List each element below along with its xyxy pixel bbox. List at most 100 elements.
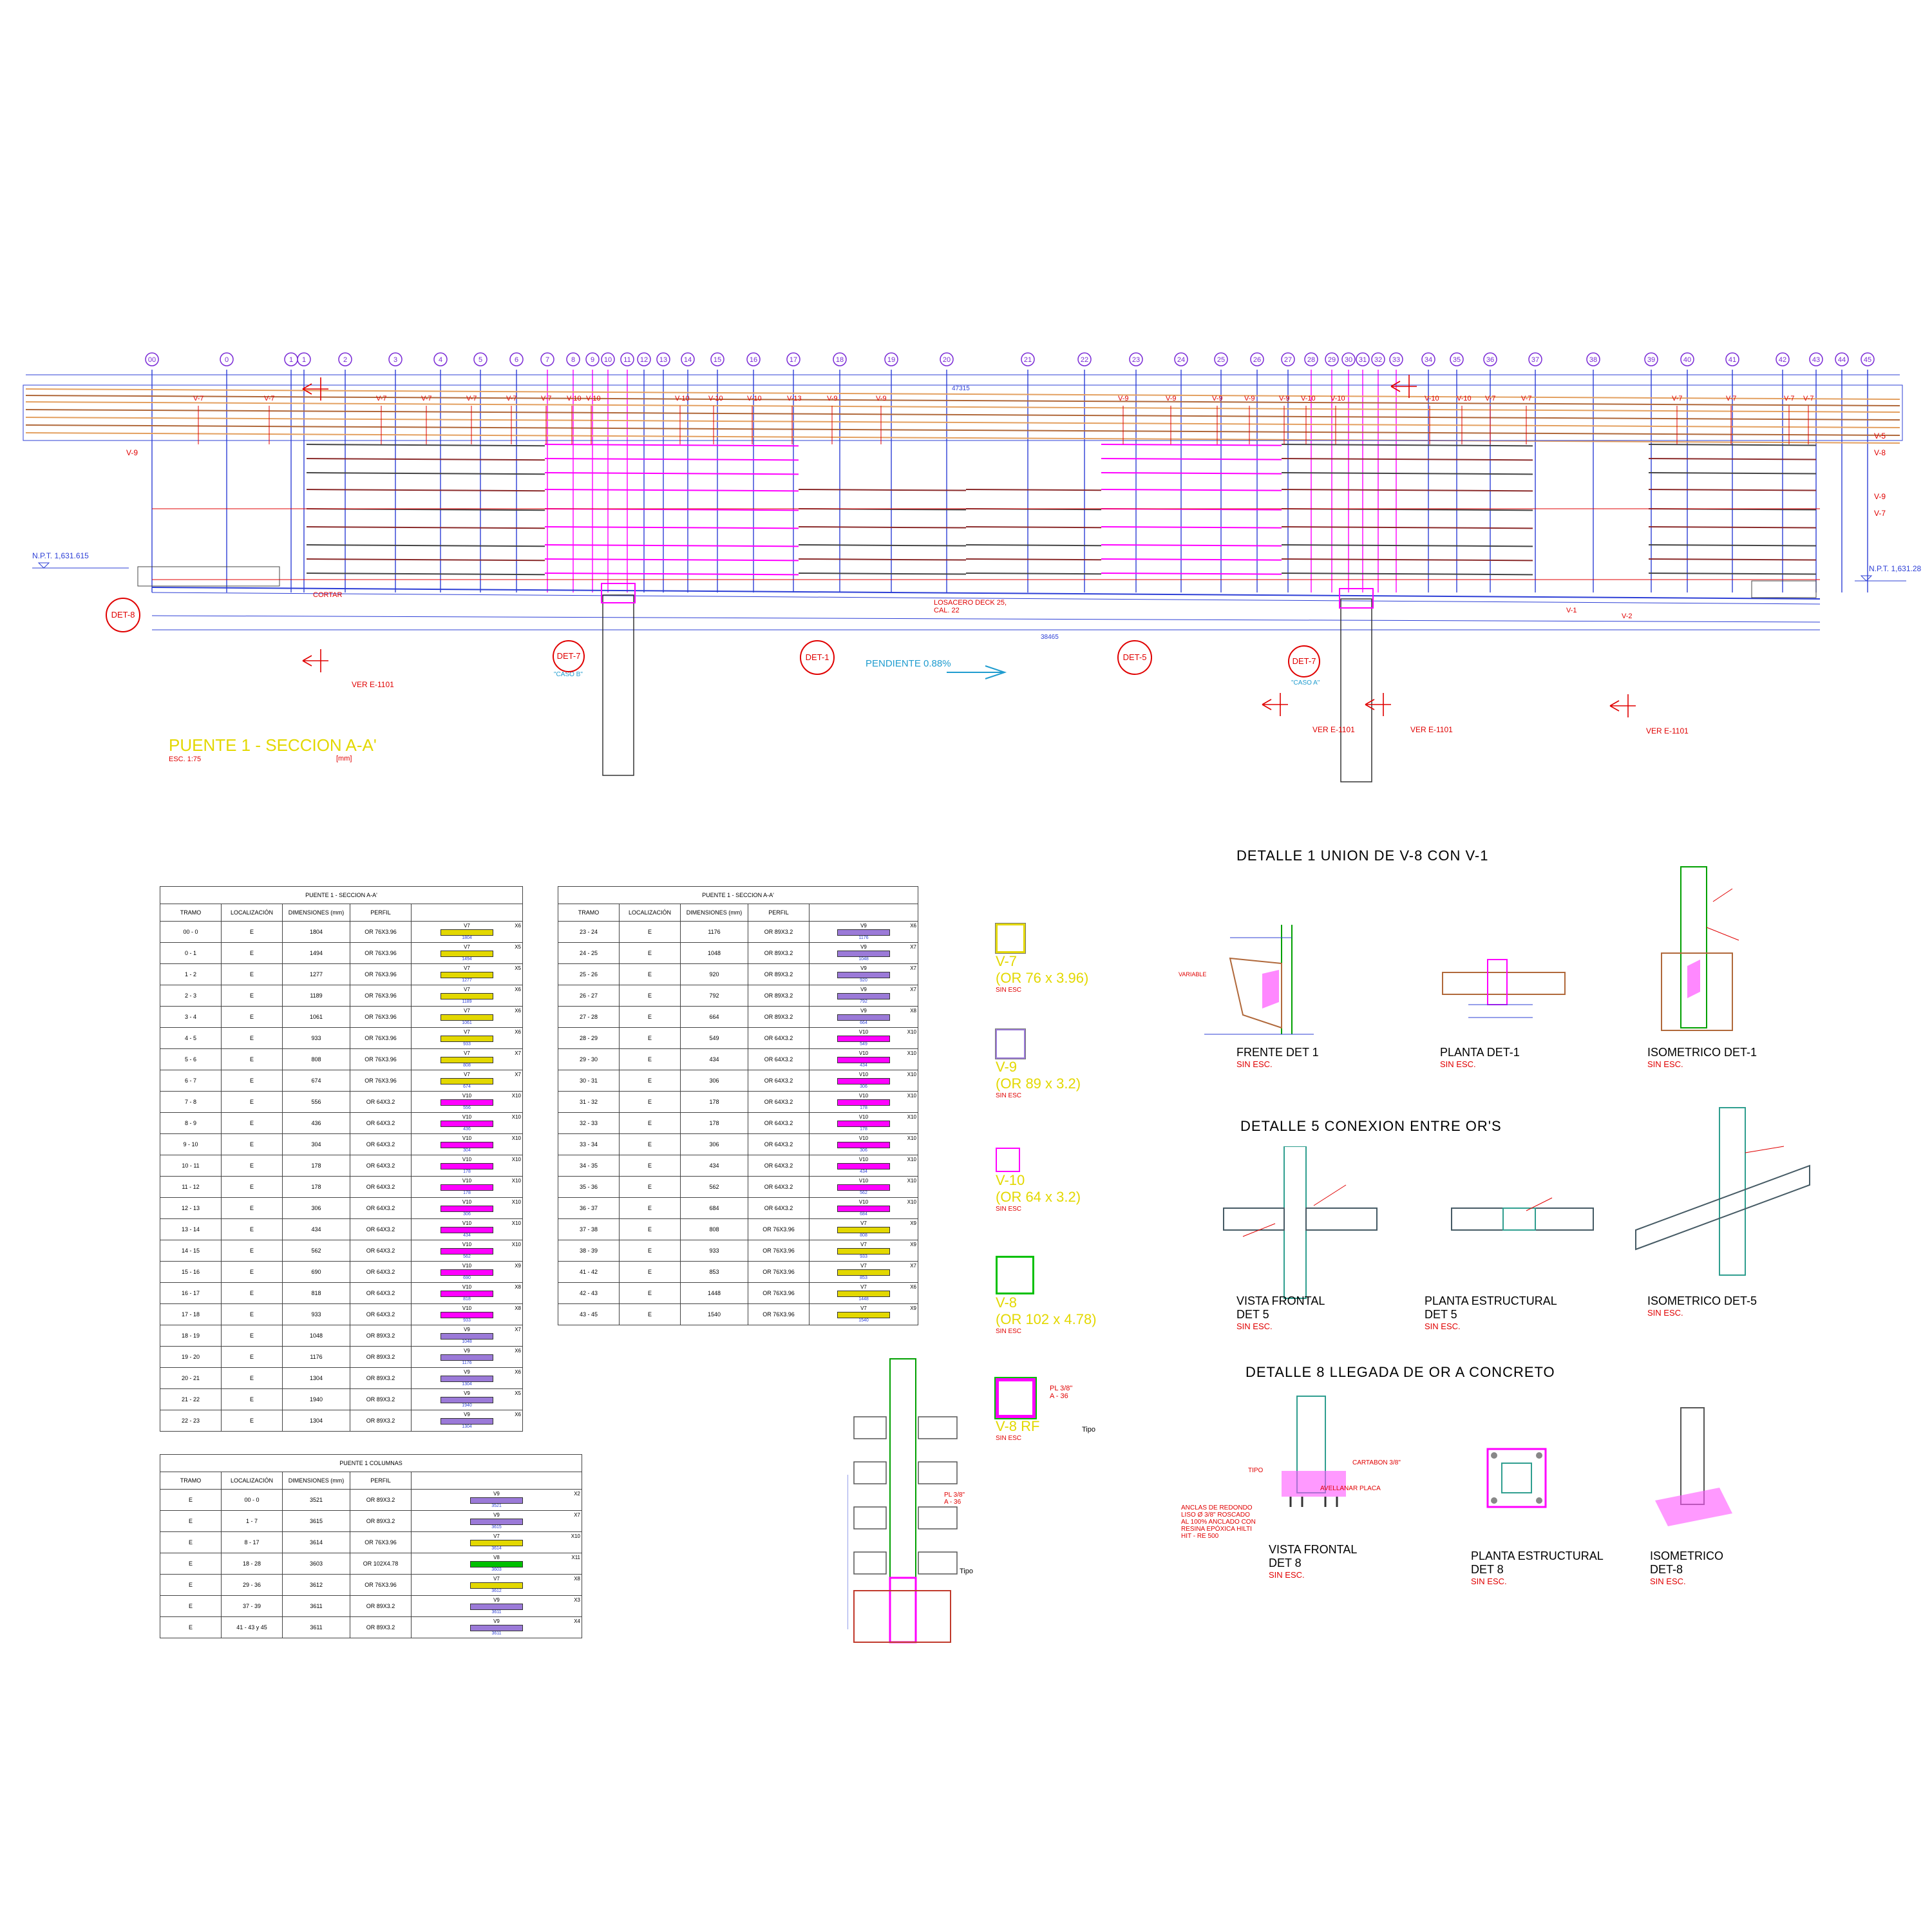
table-cell: E xyxy=(619,1176,681,1198)
side-tag-v9: V-9 xyxy=(1874,492,1886,501)
table-cell: OR 64X3.2 xyxy=(748,1070,810,1092)
bottom-chord-2 xyxy=(151,592,1821,605)
profile-v7-tag: V-7 xyxy=(996,953,1018,969)
axis-label: 8 xyxy=(571,356,575,364)
profile-dim-label: 556 xyxy=(463,1105,471,1110)
profile-tag: V7 xyxy=(493,1533,500,1540)
table-cell: 1189 xyxy=(282,985,350,1007)
axis-label: 22 xyxy=(1081,356,1088,364)
pendiente-note: PENDIENTE 0.88% xyxy=(866,658,951,669)
quantity-label: X10 xyxy=(907,1072,916,1077)
profile-tag: V10 xyxy=(462,1178,472,1184)
npt-right: N.P.T. 1,631.28 xyxy=(1869,564,1922,573)
bracing-line xyxy=(798,489,967,491)
detail8-front-view xyxy=(1282,1396,1346,1507)
section-units: [mm] xyxy=(336,755,352,762)
level-marker-right xyxy=(1855,575,1906,582)
table-cell: 933 xyxy=(680,1240,748,1262)
axis-label: 39 xyxy=(1647,356,1655,364)
col-graphic xyxy=(809,904,918,922)
quantity-label: X7 xyxy=(574,1512,580,1518)
beam-tag: V-13 xyxy=(787,395,802,402)
dimension-line-mid xyxy=(151,615,1821,623)
axis-bubble xyxy=(786,352,800,366)
table-cell: 808 xyxy=(282,1048,350,1070)
axis-bubble xyxy=(473,352,488,366)
table-cell: 1940 xyxy=(282,1388,350,1410)
profile-tag: V7 xyxy=(860,1305,867,1312)
det-bubble-det7-right[interactable]: DET-7 xyxy=(1288,645,1320,677)
quantity-label: X7 xyxy=(515,1327,521,1332)
beam-tag: V-9 xyxy=(876,395,887,402)
table-cell: 34 - 35 xyxy=(558,1155,620,1177)
beam-tag: V-7 xyxy=(1784,395,1795,402)
profile-bar xyxy=(470,1624,523,1631)
table-cell: 549 xyxy=(680,1027,748,1049)
section-cut-arrow xyxy=(1390,375,1417,398)
quantity-label: X9 xyxy=(910,1242,916,1247)
profile-tag: V9 xyxy=(464,1390,470,1397)
table-cell: 27 - 28 xyxy=(558,1006,620,1028)
profile-bar xyxy=(837,1120,890,1127)
table-cell: E xyxy=(160,1574,222,1596)
axis-label: 23 xyxy=(1132,356,1140,364)
profile-dim-label: 436 xyxy=(463,1126,471,1132)
detail1-view2-label: PLANTA DET-1 SIN ESC. xyxy=(1440,1046,1520,1069)
table-cell: E xyxy=(619,921,681,943)
axis-label: 18 xyxy=(836,356,844,364)
profile-dim-label: 808 xyxy=(860,1233,867,1238)
beam-tag: V-10 xyxy=(675,395,690,402)
det-bubble-det5[interactable]: DET-5 xyxy=(1117,640,1152,675)
profile-bar xyxy=(470,1582,523,1589)
schedule-table-columns: PUENTE 1 COLUMNAS TRAMO LOCALIZACIÓN DIM… xyxy=(160,1454,582,1638)
table-cell: 178 xyxy=(282,1155,350,1177)
deck-line xyxy=(25,401,1900,413)
axis-label: 14 xyxy=(684,356,692,364)
detail5-view2-name2: DET 5 xyxy=(1425,1308,1457,1321)
col-perfil: PERFIL xyxy=(350,904,412,922)
profile-dim-label: 306 xyxy=(463,1211,471,1217)
table-cell: OR 64X3.2 xyxy=(350,1197,412,1219)
det-bubble-det7-left[interactable]: DET-7 xyxy=(553,640,585,672)
table-cell: 32 - 33 xyxy=(558,1112,620,1134)
beam-tag: V-9 xyxy=(1244,395,1255,402)
bracing-line xyxy=(306,444,545,447)
axis-bubble xyxy=(1644,352,1658,366)
profile-bar xyxy=(440,1311,493,1318)
bracing-line xyxy=(306,573,545,576)
profile-tag: V10 xyxy=(858,1178,869,1184)
caso-b: "CASO B" xyxy=(554,671,583,678)
axis-label: 21 xyxy=(1024,356,1032,364)
table-cell: 3615 xyxy=(282,1510,350,1532)
detail1-plan-view xyxy=(1442,959,1566,1018)
profile-tag: V7 xyxy=(464,1008,470,1014)
det-bubble-det8[interactable]: DET-8 xyxy=(106,598,140,632)
table-cell: E xyxy=(221,1346,283,1368)
axis-bubble xyxy=(1371,352,1385,366)
bracing-line xyxy=(306,526,545,529)
table-cell: 3611 xyxy=(282,1616,350,1638)
profile-v10-note: SIN ESC xyxy=(996,1206,1022,1213)
profile-dim-label: 3612 xyxy=(491,1588,502,1593)
axis-bubble xyxy=(585,352,600,366)
col-perfil: PERFIL xyxy=(748,904,810,922)
beam-tag: V-10 xyxy=(586,395,601,402)
table-cell: 6 - 7 xyxy=(160,1070,222,1092)
det-bubble-det1[interactable]: DET-1 xyxy=(800,640,835,675)
table-cell: 3 - 4 xyxy=(160,1006,222,1028)
table-cell: 18 - 28 xyxy=(221,1553,283,1575)
detail5-view3-label: ISOMETRICO DET-5 SIN ESC. xyxy=(1647,1294,1757,1318)
side-tag-v5: V-5 xyxy=(1874,431,1886,440)
profile-tag: V10 xyxy=(858,1135,869,1142)
table-cell: E xyxy=(160,1531,222,1553)
table-cell: 306 xyxy=(680,1070,748,1092)
